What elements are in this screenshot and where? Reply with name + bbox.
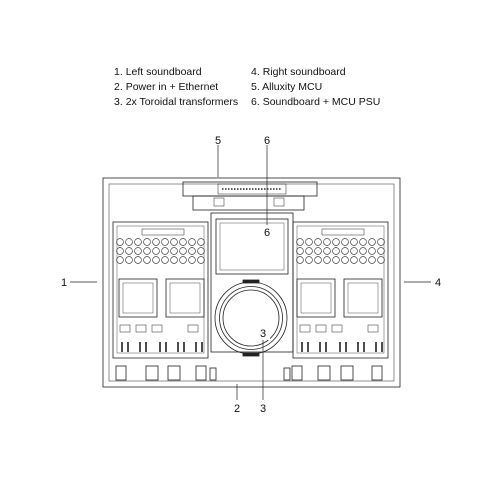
- callout-1: 1: [61, 277, 67, 289]
- capacitor: [305, 247, 313, 255]
- legend: 1. Left soundboard 2. Power in + Etherne…: [114, 66, 414, 110]
- capacitor: [197, 247, 205, 255]
- capacitor: [296, 256, 304, 264]
- capacitor: [125, 256, 133, 264]
- capacitor: [350, 238, 358, 246]
- capacitor: [359, 247, 367, 255]
- leader-lines: [70, 145, 431, 400]
- capacitor: [170, 256, 178, 264]
- capacitor: [314, 238, 322, 246]
- capacitor: [143, 238, 151, 246]
- capacitor: [359, 238, 367, 246]
- callout-4: 4: [435, 277, 441, 289]
- capacitor: [116, 256, 124, 264]
- capacitor: [152, 238, 160, 246]
- rear-connectors: [115, 365, 383, 381]
- capacitor: [341, 238, 349, 246]
- capacitor: [377, 256, 385, 264]
- capacitor: [332, 256, 340, 264]
- chassis-outline: [102, 177, 401, 388]
- capacitor: [350, 247, 358, 255]
- capacitor: [296, 238, 304, 246]
- capacitor: [368, 247, 376, 255]
- capacitor: [341, 247, 349, 255]
- capacitor: [323, 238, 331, 246]
- capacitor: [170, 247, 178, 255]
- legend-item-3: 3. 2x Toroidal transformers: [114, 96, 239, 108]
- capacitor: [161, 247, 169, 255]
- capacitor: [359, 256, 367, 264]
- legend-item-2: 2. Power in + Ethernet: [114, 81, 219, 93]
- legend-item-5: 5. Alluxity MCU: [251, 81, 323, 93]
- capacitor: [134, 238, 142, 246]
- capacitor: [323, 256, 331, 264]
- legend-item-1: 1. Left soundboard: [114, 66, 202, 78]
- capacitor: [323, 247, 331, 255]
- capacitor: [368, 238, 376, 246]
- capacitor: [161, 256, 169, 264]
- callout-5: 5: [215, 135, 221, 147]
- capacitor: [143, 247, 151, 255]
- capacitor: [305, 238, 313, 246]
- mcu-unit: [182, 181, 318, 211]
- capacitor: [134, 247, 142, 255]
- left-soundboard: [112, 221, 209, 359]
- capacitor: [179, 238, 187, 246]
- capacitor: [305, 256, 313, 264]
- capacitor: [170, 238, 178, 246]
- capacitor: [179, 256, 187, 264]
- capacitor: [152, 256, 160, 264]
- capacitor: [188, 238, 196, 246]
- capacitor: [350, 256, 358, 264]
- capacitor: [152, 247, 160, 255]
- capacitor: [188, 256, 196, 264]
- capacitor: [161, 238, 169, 246]
- capacitor: [341, 256, 349, 264]
- capacitor: [377, 247, 385, 255]
- callout-6-inline: 6: [264, 227, 270, 239]
- right-soundboard: [292, 221, 389, 359]
- capacitor: [116, 238, 124, 246]
- capacitor: [332, 238, 340, 246]
- capacitor: [377, 238, 385, 246]
- callout-2: 2: [234, 403, 240, 415]
- legend-item-6: 6. Soundboard + MCU PSU: [251, 96, 381, 108]
- callout-3: 3: [260, 403, 266, 415]
- capacitor: [332, 247, 340, 255]
- capacitor: [179, 247, 187, 255]
- capacitor: [368, 256, 376, 264]
- capacitor: [116, 247, 124, 255]
- capacitor: [125, 238, 133, 246]
- callout-6: 6: [264, 135, 270, 147]
- capacitor: [134, 256, 142, 264]
- capacitor: [197, 256, 205, 264]
- callout-3-inline: 3: [260, 328, 266, 340]
- capacitor: [296, 247, 304, 255]
- legend-item-4: 4. Right soundboard: [251, 66, 346, 78]
- toroidal-transformer: [214, 279, 288, 357]
- capacitor: [188, 247, 196, 255]
- capacitor: [143, 256, 151, 264]
- capacitor: [314, 247, 322, 255]
- capacitor: [314, 256, 322, 264]
- capacitor: [125, 247, 133, 255]
- capacitor: [197, 238, 205, 246]
